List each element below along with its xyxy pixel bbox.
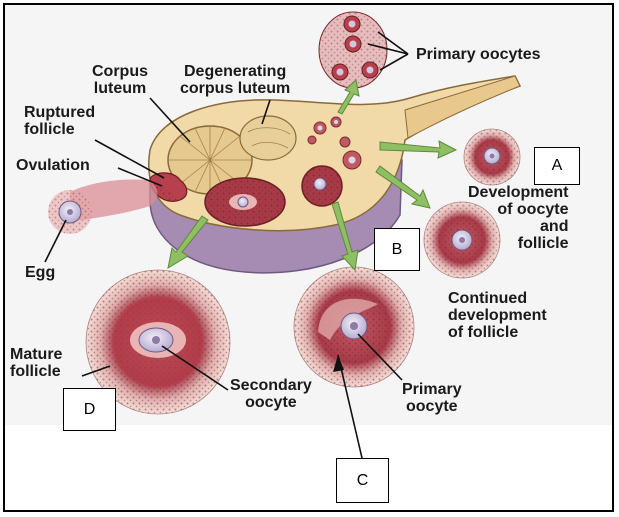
arrow-to-primary-oocytes [337, 79, 360, 115]
label-primary-oocyte: Primary oocyte [402, 381, 462, 415]
leader-secondary-oocyte [161, 345, 229, 391]
follicle-b [423, 201, 501, 279]
label-primary-oocytes: Primary oocytes [416, 46, 541, 63]
answer-box-b[interactable]: B [374, 228, 420, 271]
arrow-to-follicle-d [167, 215, 209, 270]
label-development-line2: of oocyte [497, 201, 569, 218]
leader-oocyte-3 [379, 53, 409, 71]
leader-egg [44, 219, 67, 263]
leader-primary-oocyte [357, 333, 403, 381]
leader-corpus-luteum [149, 97, 191, 143]
egg [48, 190, 92, 234]
label-development: Development of oocyte and follicle [468, 184, 568, 252]
label-degenerating-corpus-luteum: Degenerating corpus luteum [180, 63, 290, 97]
label-continued-line1: Continued [448, 290, 528, 307]
label-primary-line1: Primary [402, 381, 462, 398]
green-arrows [167, 79, 458, 272]
label-degenerating-line1: Degenerating [183, 63, 287, 80]
arrow-to-follicle-c [331, 201, 359, 272]
label-continued-line2: development [448, 307, 547, 324]
label-development-line3: and [540, 218, 569, 235]
outer-frame [3, 3, 614, 512]
label-mature-line1: Mature [10, 346, 63, 363]
leader-ruptured-follicle [94, 139, 165, 179]
arrow-to-follicle-b [375, 165, 431, 209]
leader-degenerating [261, 99, 271, 125]
ovarian-ligament [404, 75, 521, 139]
label-corpus-luteum-line1: Corpus [92, 63, 148, 80]
label-development-line4: follicle [517, 235, 569, 252]
leader-mature-follicle [81, 365, 111, 377]
arrow-to-follicle-a [379, 140, 458, 159]
ovary-small-follicles [307, 116, 362, 170]
label-continued-line3: of follicle [448, 324, 519, 341]
degenerating-corpus-luteum [239, 115, 297, 161]
label-primary-line2: oocyte [406, 398, 458, 415]
label-mature-line2: follicle [10, 363, 61, 380]
primary-oocytes-cluster [318, 11, 388, 89]
label-continued-development: Continued development of follicle [448, 290, 547, 341]
leader-c [337, 354, 363, 459]
leader-lines [44, 31, 409, 459]
label-corpus-luteum-line2: luteum [93, 80, 147, 97]
ovary-growing-follicle [301, 165, 343, 207]
label-egg: Egg [25, 264, 56, 281]
follicle-c [293, 266, 415, 388]
label-degenerating-line2: corpus luteum [180, 80, 291, 97]
answer-box-a[interactable]: A [534, 147, 580, 185]
label-secondary-oocyte: Secondary oocyte [230, 377, 312, 411]
label-ruptured-line1: Ruptured [24, 104, 96, 121]
label-ovulation: Ovulation [16, 157, 90, 174]
answer-box-c[interactable]: C [336, 458, 389, 503]
label-development-line1: Development [468, 184, 569, 201]
leader-c-arrowhead [333, 355, 344, 372]
leader-oocyte-1 [377, 31, 409, 55]
follicle-a [463, 128, 521, 186]
label-corpus-luteum: Corpus luteum [92, 63, 148, 97]
label-mature-follicle: Mature follicle [10, 346, 62, 380]
label-secondary-line2: oocyte [245, 394, 297, 411]
label-secondary-line1: Secondary [230, 377, 312, 394]
follicle-d-mature [85, 269, 231, 415]
leader-ovulation [117, 167, 163, 187]
label-ruptured-follicle: Ruptured follicle [24, 104, 95, 138]
ovary-large-follicle [204, 177, 286, 227]
leader-oocyte-2 [367, 43, 409, 55]
answer-box-d[interactable]: D [63, 388, 116, 431]
label-ruptured-line2: follicle [24, 121, 75, 138]
